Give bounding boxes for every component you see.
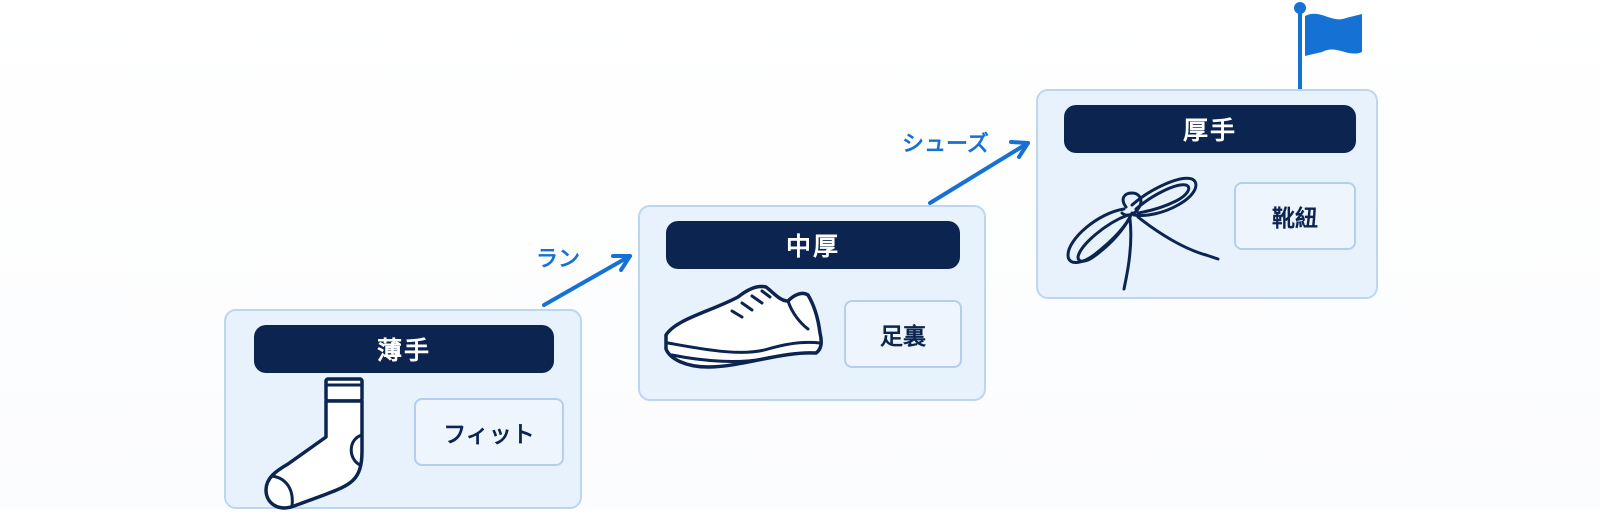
goal-flag-icon: [1294, 2, 1362, 91]
step-card-thick: 厚手 靴紐: [1036, 89, 1378, 299]
step-card-thin: 薄手 フィット: [224, 309, 582, 510]
arrow-1: [542, 254, 632, 307]
step-title: 薄手: [254, 325, 554, 373]
step-title: 中厚: [666, 221, 960, 269]
tag-fit: フィット: [414, 398, 564, 466]
step-title: 厚手: [1064, 105, 1356, 153]
tag-shoelace: 靴紐: [1234, 182, 1356, 250]
sneaker-icon: [664, 284, 823, 369]
shoelace-icon: [1066, 176, 1220, 291]
transition-label-run: ラン: [536, 247, 581, 272]
step-card-medium: 中厚 足裏: [638, 205, 986, 401]
tag-sole: 足裏: [844, 300, 962, 368]
arrow-2: [928, 140, 1030, 205]
sock-icon: [264, 377, 364, 510]
transition-label-shoes: シューズ: [902, 132, 989, 157]
